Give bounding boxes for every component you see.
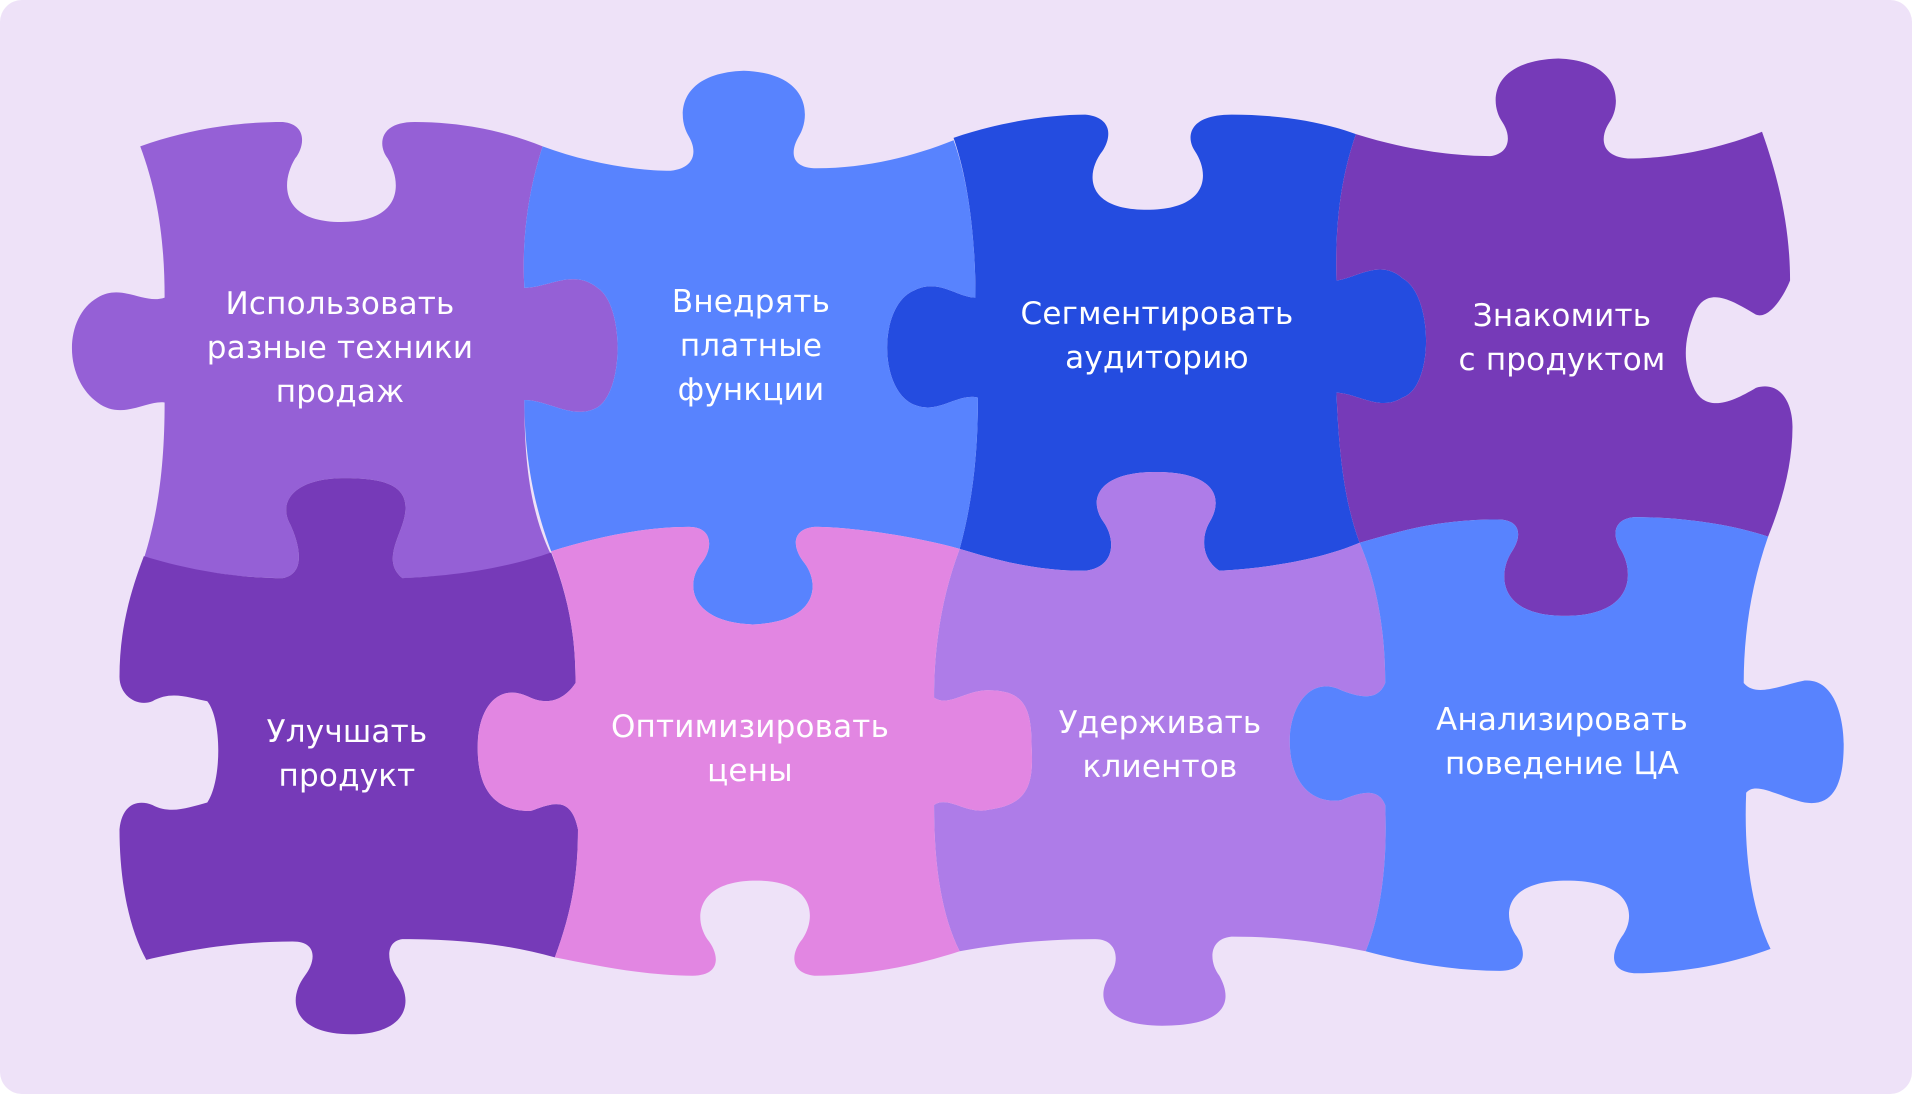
puzzle-piece-8 xyxy=(1289,517,1844,974)
puzzle-piece-6 xyxy=(477,526,1033,976)
piece-label-4: Знакомить с продуктом xyxy=(1458,298,1666,378)
puzzle-piece-1 xyxy=(71,121,618,579)
puzzle-piece-4 xyxy=(1336,58,1793,616)
piece-label-6: Оптимизировать цены xyxy=(610,709,890,789)
piece-label-3: Сегментировать аудиторию xyxy=(1020,296,1294,376)
piece-label-1: Использовать разные техники продаж xyxy=(206,286,474,410)
puzzle-piece-2 xyxy=(523,70,978,625)
piece-label-5: Улучшать продукт xyxy=(266,714,428,794)
piece-label-7: Удерживать клиентов xyxy=(1058,705,1262,785)
puzzle-piece-7 xyxy=(934,471,1386,1026)
piece-label-2: Внедрять платные функции xyxy=(671,284,831,408)
puzzle-piece-3 xyxy=(887,114,1427,571)
puzzle-piece-5 xyxy=(119,478,578,1035)
piece-label-8: Анализировать поведение ЦА xyxy=(1436,702,1688,782)
